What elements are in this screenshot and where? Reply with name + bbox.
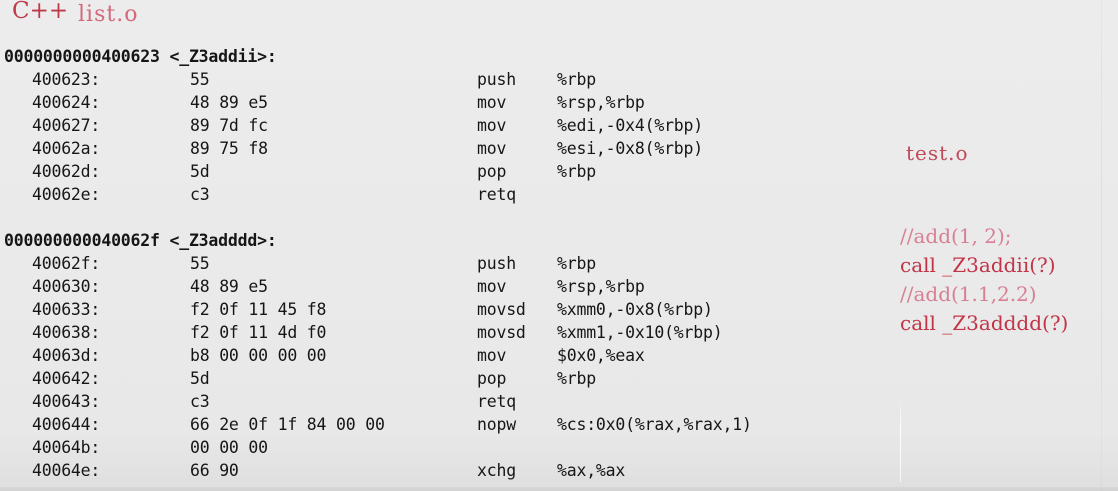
asm-instruction-row: 40064e: 66 90 xchg %ax,%ax [0,459,900,482]
instruction-bytes: 89 75 f8 [190,139,268,158]
note-comment-line: //add(1, 2); [900,224,1012,248]
instruction-mnemonic: xchg [477,461,516,480]
instruction-mnemonic: nopw [477,415,516,434]
asm-instruction-row: 400630: 48 89 e5 mov %rsp,%rbp [0,275,900,298]
right-edge-line [1101,0,1102,491]
object-file-label-test: test.o [906,141,969,165]
instruction-address: 40062e: [32,185,101,204]
asm-instruction-row: 40064b: 00 00 00 [0,436,900,459]
instruction-address: 400623: [32,70,101,89]
asm-instruction-row: 400643: c3 retq [0,390,900,413]
instruction-mnemonic: push [477,254,516,273]
instruction-bytes: 5d [190,369,210,388]
asm-instruction-row: 400623: 55 push %rbp [0,68,900,91]
instruction-mnemonic: mov [477,277,507,296]
instruction-mnemonic: pop [477,162,507,181]
asm-instruction-row: 400633: f2 0f 11 45 f8 movsd %xmm0,-0x8(%rb… [0,298,900,321]
instruction-mnemonic: retq [477,392,516,411]
asm-instruction-row: 40062e: c3 retq [0,183,900,206]
instruction-bytes: 66 90 [190,461,239,480]
instruction-address: 400633: [32,300,101,319]
disassembly-listing: 0000000000400623 <_Z3addii>: 400623: 55 pus… [0,45,900,482]
instruction-operands: %rbp [557,70,596,89]
instruction-address: 40063d: [32,346,101,365]
asm-symbol-header: 0000000000400623 <_Z3addii>: [0,45,900,68]
instruction-bytes: f2 0f 11 45 f8 [190,300,327,319]
asm-instruction-row: 400644: 66 2e 0f 1f 84 00 00 nopw %cs:0x0(%… [0,413,900,436]
instruction-mnemonic: mov [477,346,507,365]
asm-instruction-row: 400624: 48 89 e5 mov %rsp,%rbp [0,91,900,114]
note-call-line: call _Z3adddd(?) [900,311,1069,335]
instruction-operands: $0x0,%eax [557,346,645,365]
instruction-address: 400642: [32,369,101,388]
instruction-bytes: 89 7d fc [190,116,268,135]
instruction-bytes: f2 0f 11 4d f0 [190,323,327,342]
instruction-operands: %xmm1,-0x10(%rbp) [557,323,723,342]
instruction-bytes: 48 89 e5 [190,277,268,296]
instruction-bytes: c3 [190,392,210,411]
annotation-notes: //add(1, 2); call _Z3addii(?) //add(1.1,2.… [900,222,1068,338]
asm-instruction-row: 400638: f2 0f 11 4d f0 movsd %xmm1,-0x10(%r… [0,321,900,344]
asm-blank-line [0,206,900,229]
instruction-address: 40062d: [32,162,101,181]
instruction-operands: %esi,-0x8(%rbp) [557,139,704,158]
instruction-bytes: b8 00 00 00 00 [190,346,327,365]
instruction-mnemonic: retq [477,185,516,204]
instruction-operands: %xmm0,-0x8(%rbp) [557,300,713,319]
instruction-operands: %rbp [557,162,596,181]
instruction-address: 400624: [32,93,101,112]
instruction-bytes: 00 00 00 [190,438,268,457]
instruction-operands: %rsp,%rbp [557,277,645,296]
instruction-mnemonic: pop [477,369,507,388]
instruction-address: 40062f: [32,254,101,273]
instruction-operands: %rsp,%rbp [557,93,645,112]
language-tag: C++ [12,0,69,24]
asm-instruction-row: 40062f: 55 push %rbp [0,252,900,275]
instruction-mnemonic: mov [477,93,507,112]
bottom-edge-line [0,487,1118,491]
instruction-address: 400627: [32,116,101,135]
asm-instruction-row: 400627: 89 7d fc mov %edi,-0x4(%rbp) [0,114,900,137]
note-call-line: call _Z3addii(?) [900,253,1056,277]
instruction-bytes: 48 89 e5 [190,93,268,112]
instruction-bytes: 55 [190,70,210,89]
instruction-operands: %edi,-0x4(%rbp) [557,116,704,135]
instruction-bytes: 5d [190,162,210,181]
instruction-address: 400643: [32,392,101,411]
asm-instruction-row: 400642: 5d pop %rbp [0,367,900,390]
instruction-mnemonic: push [477,70,516,89]
instruction-bytes: 55 [190,254,210,273]
symbol-label: 000000000040062f <_Z3adddd>: [4,231,277,250]
instruction-address: 40064b: [32,438,101,457]
instruction-address: 400638: [32,323,101,342]
note-comment-line: //add(1.1,2.2) [900,282,1037,306]
instruction-address: 40062a: [32,139,101,158]
asm-symbol-header: 000000000040062f <_Z3adddd>: [0,229,900,252]
object-file-label-list: list.o [78,2,139,27]
asm-instruction-row: 40062a: 89 75 f8 mov %esi,-0x8(%rbp) [0,137,900,160]
instruction-mnemonic: mov [477,116,507,135]
asm-instruction-row: 40063d: b8 00 00 00 00 mov $0x0,%eax [0,344,900,367]
instruction-mnemonic: movsd [477,323,526,342]
symbol-label: 0000000000400623 <_Z3addii>: [4,47,277,66]
instruction-bytes: 66 2e 0f 1f 84 00 00 [190,415,385,434]
instruction-address: 40064e: [32,461,101,480]
instruction-mnemonic: mov [477,139,507,158]
asm-instruction-row: 40062d: 5d pop %rbp [0,160,900,183]
instruction-bytes: c3 [190,185,210,204]
instruction-operands: %ax,%ax [557,461,626,480]
instruction-mnemonic: movsd [477,300,526,319]
instruction-address: 400644: [32,415,101,434]
panel-divider [900,398,901,482]
instruction-operands: %rbp [557,254,596,273]
instruction-operands: %cs:0x0(%rax,%rax,1) [557,415,752,434]
instruction-address: 400630: [32,277,101,296]
instruction-operands: %rbp [557,369,596,388]
